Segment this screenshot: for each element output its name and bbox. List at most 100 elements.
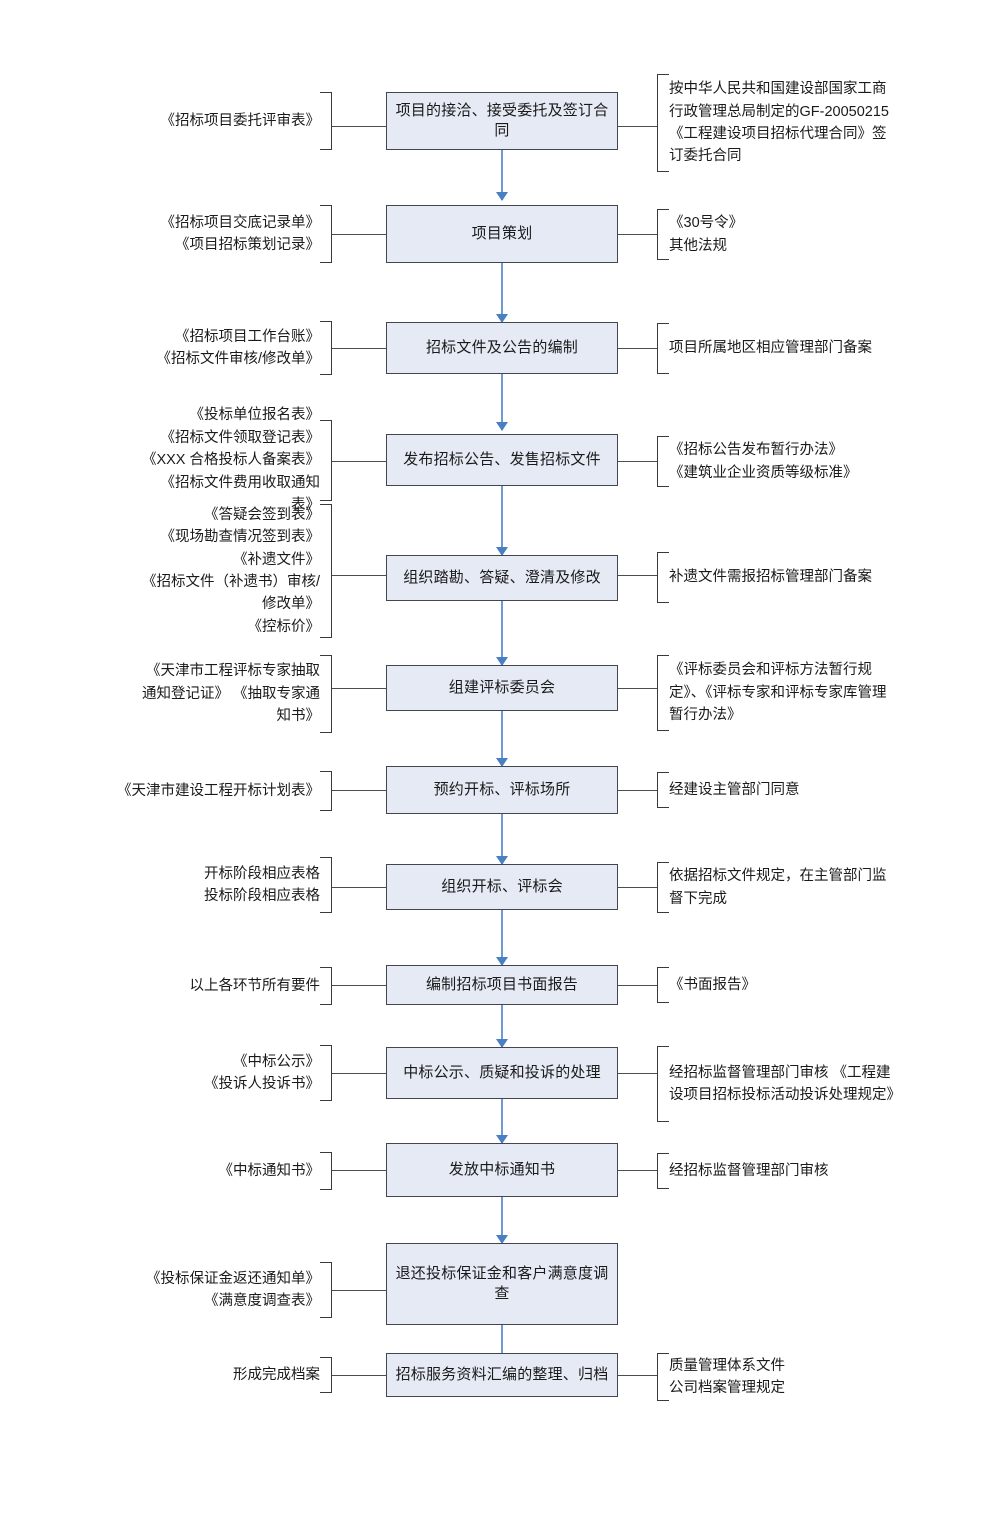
connector-right-5 — [618, 575, 658, 576]
process-box-9[interactable]: 编制招标项目书面报告 — [386, 965, 618, 1005]
input-annotation-4: 《投标单位报名表》 《招标文件领取登记表》 《XXX 合格投标人备案表》 《招标… — [140, 407, 332, 513]
process-label-9: 编制招标项目书面报告 — [425, 975, 578, 993]
connector-left-3 — [332, 348, 386, 349]
connector-right-10 — [618, 1073, 658, 1074]
input-annotation-text-2: 《招标项目交底记录单》 《项目招标策划记录》 — [160, 214, 321, 253]
input-annotation-10: 《中标公示》 《投诉人投诉书》 — [150, 1045, 332, 1101]
process-box-6[interactable]: 组建评标委员会 — [386, 665, 618, 711]
connector-right-6 — [618, 688, 658, 689]
bracket-left-edge — [657, 74, 669, 172]
input-annotation-8: 开标阶段相应表格 投标阶段相应表格 — [150, 857, 332, 913]
basis-annotation-6: 《评标委员会和评标方法暂行规定》、《评标专家和评标专家库管理暂行办法》 — [657, 655, 897, 731]
flow-arrow-8 — [496, 910, 508, 966]
bracket-left-edge — [657, 209, 669, 260]
bracket-right-edge — [320, 857, 332, 913]
bracket-left-edge — [657, 323, 669, 374]
connector-left-5 — [332, 575, 386, 576]
input-annotation-7: 《天津市建设工程开标计划表》 — [110, 771, 332, 811]
bracket-right-edge — [320, 771, 332, 811]
flow-arrow-4 — [496, 486, 508, 556]
bracket-right-edge — [320, 321, 332, 375]
connector-left-4 — [332, 461, 386, 462]
input-annotation-9: 以上各环节所有要件 — [150, 967, 332, 1005]
bracket-right-edge — [320, 967, 332, 1005]
input-annotation-text-4: 《投标单位报名表》 《招标文件领取登记表》 《XXX 合格投标人备案表》 《招标… — [141, 407, 320, 514]
input-annotation-text-11: 《中标通知书》 — [218, 1162, 321, 1179]
process-box-7[interactable]: 预约开标、评标场所 — [386, 766, 618, 814]
connector-right-3 — [618, 348, 658, 349]
basis-annotation-text-2: 《30号令》 其他法规 — [669, 215, 744, 254]
input-annotation-text-9: 以上各环节所有要件 — [189, 977, 321, 994]
connector-right-8 — [618, 887, 658, 888]
connector-left-1 — [332, 126, 386, 127]
bracket-right-edge — [320, 205, 332, 263]
process-label-10: 中标公示、质疑和投诉的处理 — [403, 1063, 601, 1081]
connector-left-7 — [332, 790, 386, 791]
flow-arrow-3 — [496, 374, 508, 431]
bracket-right-edge — [320, 504, 332, 638]
process-box-13[interactable]: 招标服务资料汇编的整理、归档 — [386, 1353, 618, 1397]
bracket-right-edge — [320, 1045, 332, 1101]
basis-annotation-text-6: 《评标委员会和评标方法暂行规定》、《评标专家和评标专家库管理暂行办法》 — [669, 662, 887, 724]
connector-right-1 — [618, 126, 658, 127]
flow-arrow-7 — [496, 814, 508, 865]
input-annotation-text-6: 《天津市工程评标专家抽取通知登记证》 《抽取专家通知书》 — [141, 663, 320, 725]
process-label-7: 预约开标、评标场所 — [433, 780, 571, 798]
basis-annotation-4: 《招标公告发布暂行办法》 《建筑业企业资质等级标准》 — [657, 436, 897, 487]
basis-annotation-text-3: 项目所属地区相应管理部门备案 — [669, 340, 872, 357]
bracket-right-edge — [320, 1152, 332, 1190]
process-label-5: 组织踏勘、答疑、澄清及修改 — [403, 568, 601, 586]
input-annotation-6: 《天津市工程评标专家抽取通知登记证》 《抽取专家通知书》 — [140, 655, 332, 733]
basis-annotation-text-11: 经招标监督管理部门审核 — [669, 1162, 829, 1179]
bracket-left-edge — [657, 655, 669, 731]
basis-annotation-7: 经建设主管部门同意 — [657, 772, 897, 808]
connector-right-9 — [618, 985, 658, 986]
connector-left-2 — [332, 234, 386, 235]
bracket-right-edge — [320, 420, 332, 501]
process-label-3: 招标文件及公告的编制 — [425, 338, 578, 356]
process-box-11[interactable]: 发放中标通知书 — [386, 1143, 618, 1197]
flow-arrow-1 — [496, 150, 508, 201]
basis-annotation-text-7: 经建设主管部门同意 — [669, 781, 800, 798]
connector-right-4 — [618, 461, 658, 462]
connector-right-13 — [618, 1375, 658, 1376]
bracket-left-edge — [657, 436, 669, 487]
input-annotation-text-13: 形成完成档案 — [233, 1366, 320, 1383]
flow-arrow-11 — [496, 1197, 508, 1244]
flow-arrow-10 — [496, 1099, 508, 1144]
process-box-1[interactable]: 项目的接洽、接受委托及签订合同 — [386, 92, 618, 150]
connector-right-7 — [618, 790, 658, 791]
process-label-6: 组建评标委员会 — [448, 678, 556, 696]
process-box-12[interactable]: 退还投标保证金和客户满意度调查 — [386, 1243, 618, 1325]
connector-left-9 — [332, 985, 386, 986]
process-box-3[interactable]: 招标文件及公告的编制 — [386, 322, 618, 374]
process-box-10[interactable]: 中标公示、质疑和投诉的处理 — [386, 1047, 618, 1099]
basis-annotation-text-9: 《书面报告》 — [669, 976, 756, 993]
basis-annotation-5: 补遗文件需报招标管理部门备案 — [657, 552, 897, 603]
basis-annotation-text-10: 经招标监督管理部门审核 《工程建设项目招标投标活动投诉处理规定》 — [669, 1064, 901, 1103]
input-annotation-1: 《招标项目委托评审表》 — [150, 92, 332, 150]
flow-arrow-9 — [496, 1005, 508, 1048]
process-box-2[interactable]: 项目策划 — [386, 205, 618, 263]
connector-left-10 — [332, 1073, 386, 1074]
input-annotation-11: 《中标通知书》 — [150, 1152, 332, 1190]
process-box-4[interactable]: 发布招标公告、发售招标文件 — [386, 434, 618, 486]
bracket-left-edge — [657, 862, 669, 913]
bracket-right-edge — [320, 1357, 332, 1393]
bracket-left-edge — [657, 1153, 669, 1189]
process-box-5[interactable]: 组织踏勘、答疑、澄清及修改 — [386, 555, 618, 601]
input-annotation-5: 《答疑会签到表》 《现场勘查情况签到表》 《补遗文件》 《招标文件（补遗书）审核… — [140, 504, 332, 638]
input-annotation-13: 形成完成档案 — [180, 1357, 332, 1393]
basis-annotation-8: 依据招标文件规定，在主管部门监督下完成 — [657, 862, 897, 913]
connector-right-2 — [618, 234, 658, 235]
connector-right-11 — [618, 1170, 658, 1171]
input-annotation-text-7: 《天津市建设工程开标计划表》 — [117, 782, 320, 799]
process-label-11: 发放中标通知书 — [448, 1160, 556, 1178]
flow-arrow-5 — [496, 601, 508, 666]
basis-annotation-text-5: 补遗文件需报招标管理部门备案 — [669, 569, 872, 586]
bracket-right-edge — [320, 1262, 332, 1318]
input-annotation-text-10: 《中标公示》 《投诉人投诉书》 — [204, 1053, 320, 1092]
process-box-8[interactable]: 组织开标、评标会 — [386, 864, 618, 910]
input-annotation-text-3: 《招标项目工作台账》 《招标文件审核/修改单》 — [156, 328, 320, 367]
